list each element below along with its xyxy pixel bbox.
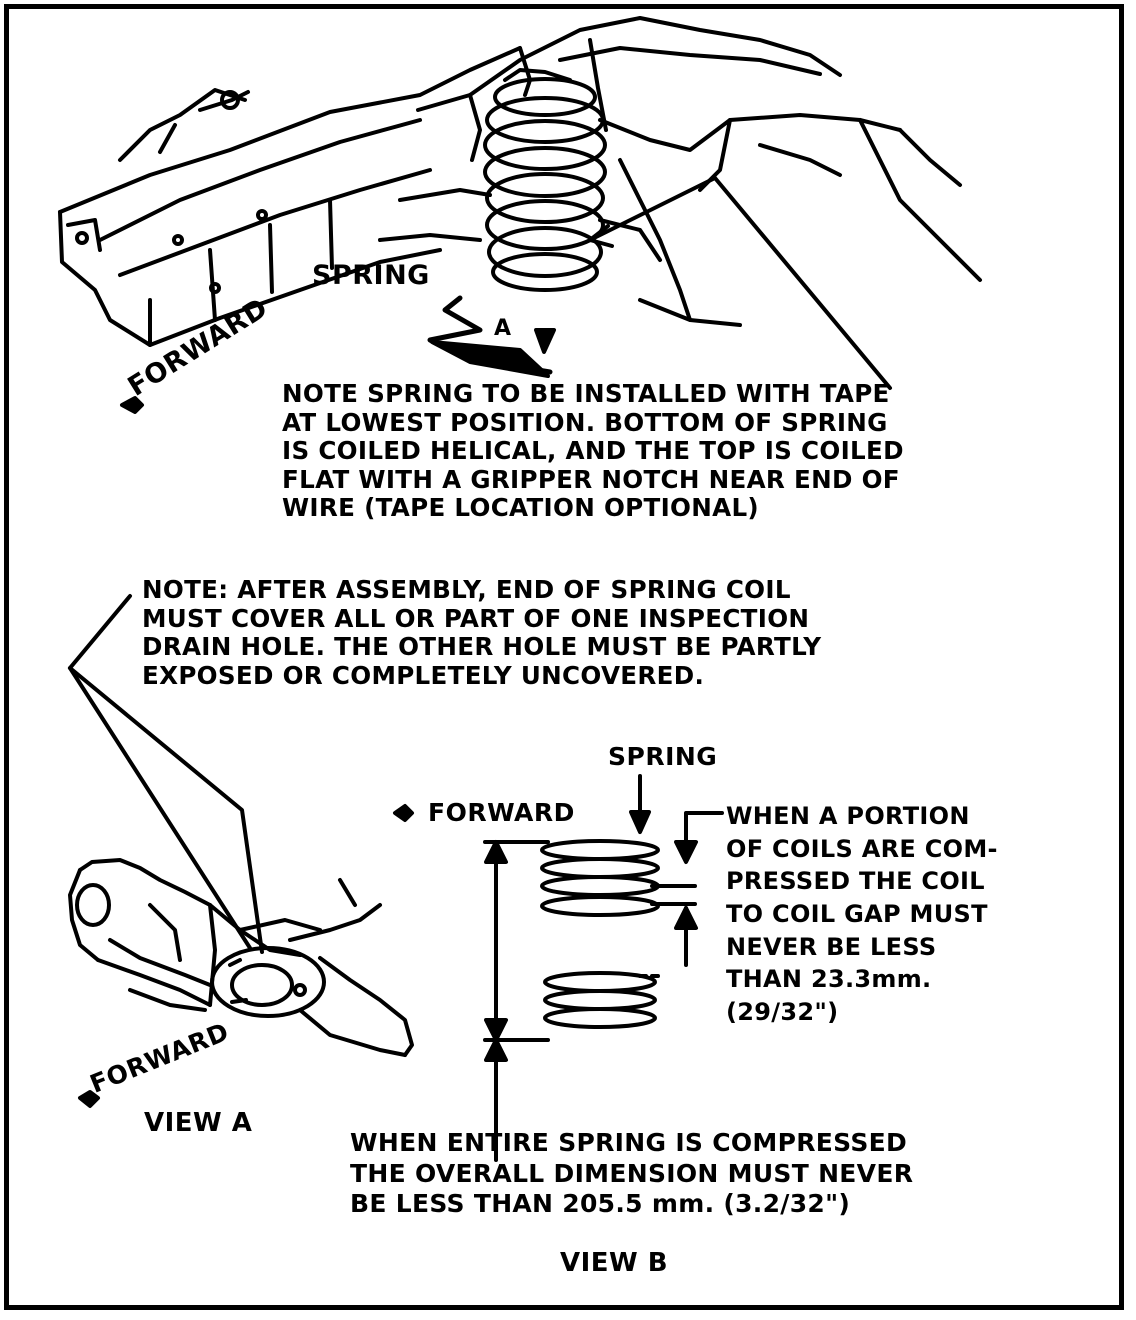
forward-arrow-top (120, 396, 144, 414)
overall-dimension-note-line: BE LESS THAN 205.5 mm. (3.2/32") (350, 1189, 851, 1218)
coil-gap-note: WHEN A PORTION OF COILS ARE COM- PRESSED… (726, 800, 998, 1028)
overall-dimension-note: WHEN ENTIRE SPRING IS COMPRESSED THE OVE… (350, 1128, 913, 1220)
view-b-title: VIEW B (560, 1248, 669, 1278)
forward-arrow-view-a (78, 1090, 100, 1108)
view-b-spring-diagram (483, 774, 724, 1162)
forward-label-view-b: FORWARD (428, 798, 575, 827)
note-leader-line (588, 176, 892, 390)
note-leader-arrowhead (588, 224, 614, 248)
drain-hole-note: NOTE: AFTER ASSEMBLY, END OF SPRING COIL… (142, 575, 822, 690)
view-a-control-arm-drawing (68, 858, 414, 1057)
coil-gap-note-line: NEVER BE LESS (726, 932, 937, 961)
coil-gap-note-line: OF COILS ARE COM- (726, 834, 998, 863)
coil-gap-note-line: (29/32") (726, 997, 839, 1026)
coil-gap-note-line: THAN 23.3mm. (726, 965, 932, 994)
installation-note-line: WIRE (TAPE LOCATION OPTIONAL) (282, 493, 759, 523)
view-a-title: VIEW A (144, 1108, 253, 1138)
installation-note-line: FLAT WITH A GRIPPER NOTCH NEAR END OF (282, 464, 900, 494)
forward-arrow-view-b (393, 804, 414, 822)
spring-label-view-b: SPRING (608, 742, 718, 771)
spring-label-top: SPRING (312, 260, 430, 291)
drain-hole-note-line: DRAIN HOLE. THE OTHER HOLE MUST BE PARTL… (142, 632, 822, 662)
drain-hole-note-line: NOTE: AFTER ASSEMBLY, END OF SPRING COIL (142, 575, 791, 604)
coil-gap-note-line: TO COIL GAP MUST (726, 899, 988, 928)
figure-border (4, 4, 1124, 1310)
installation-note-line: IS COILED HELICAL, AND THE TOP IS COILED (282, 436, 904, 466)
coil-gap-note-line: PRESSED THE COIL (726, 867, 985, 896)
frame-crossmember-drawing (58, 16, 982, 347)
view-marker-letter: A (494, 316, 512, 341)
coil-spring-drawing (483, 68, 607, 292)
view-a-marker (427, 295, 556, 378)
drain-hole-note-line: MUST COVER ALL OR PART OF ONE INSPECTION (142, 603, 810, 633)
installation-note-line: NOTE SPRING TO BE INSTALLED WITH TAPE (282, 379, 890, 408)
drain-hole-leader-lines (68, 594, 264, 954)
overall-dimension-note-line: THE OVERALL DIMENSION MUST NEVER (350, 1158, 914, 1188)
installation-note-line: AT LOWEST POSITION. BOTTOM OF SPRING (282, 407, 888, 437)
overall-dimension-note-line: WHEN ENTIRE SPRING IS COMPRESSED (350, 1128, 908, 1157)
drain-hole-note-line: EXPOSED OR COMPLETELY UNCOVERED. (142, 660, 705, 690)
coil-gap-note-line: WHEN A PORTION (726, 802, 970, 830)
installation-note: NOTE SPRING TO BE INSTALLED WITH TAPE AT… (282, 379, 904, 523)
